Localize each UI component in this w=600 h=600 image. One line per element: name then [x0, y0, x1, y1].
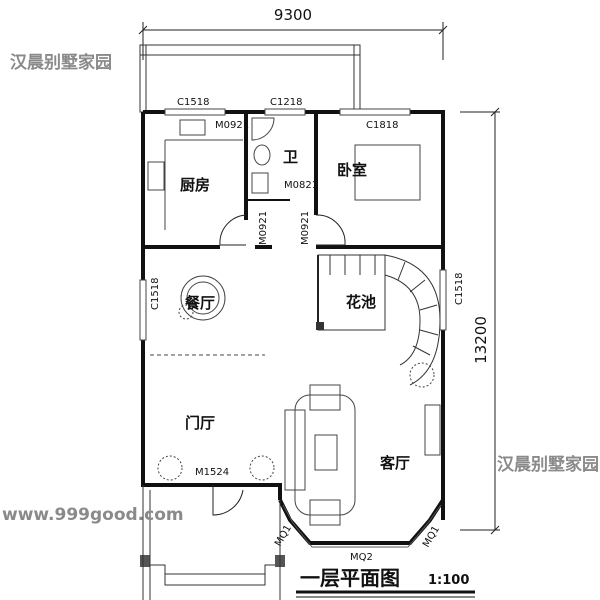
- room-planter: 花池: [346, 293, 376, 311]
- dimension-lines: [138, 22, 500, 535]
- column: [140, 555, 150, 567]
- room-dining: 餐厅: [185, 294, 215, 312]
- width-dimension: 9300: [274, 6, 312, 24]
- depth-dimension: 13200: [472, 316, 490, 364]
- bay-label: MQ1: [273, 523, 294, 548]
- watermark-brand: 汉晨别墅家园: [10, 52, 112, 73]
- room-bedroom: 卧室: [337, 161, 367, 179]
- door-label: M1524: [195, 467, 229, 478]
- room-bathroom: 卫: [283, 148, 298, 166]
- front-porch: [142, 485, 281, 600]
- door-label: M0921: [300, 211, 311, 245]
- furniture: [147, 117, 441, 526]
- window-label: C1218: [270, 97, 302, 108]
- bay-window: [278, 498, 445, 548]
- plan-title: 一层平面图: [300, 566, 400, 590]
- window-label: C1518: [454, 273, 465, 305]
- top-porch: [139, 44, 361, 113]
- watermark-brand: 汉晨别墅家园: [497, 454, 599, 475]
- bay-label: MQ2: [350, 552, 373, 563]
- column: [316, 322, 324, 330]
- door-label: M0921: [215, 120, 249, 131]
- door-label: M0821: [284, 180, 318, 191]
- doors: [212, 214, 346, 516]
- room-foyer: 门厅: [185, 414, 215, 432]
- window-label: C1518: [177, 97, 209, 108]
- room-living: 客厅: [379, 454, 410, 472]
- plan-scale: 1:100: [428, 573, 469, 588]
- window-label: C1518: [150, 278, 161, 310]
- window-label: C1818: [366, 120, 398, 131]
- watermark: 汉晨别墅家园 www.999good.com 汉晨别墅家园: [2, 52, 599, 525]
- room-kitchen: 厨房: [180, 176, 210, 194]
- stairs: [317, 254, 441, 386]
- watermark-url: www.999good.com: [2, 505, 184, 525]
- windows: [139, 108, 447, 341]
- door-label: M0921: [258, 211, 269, 245]
